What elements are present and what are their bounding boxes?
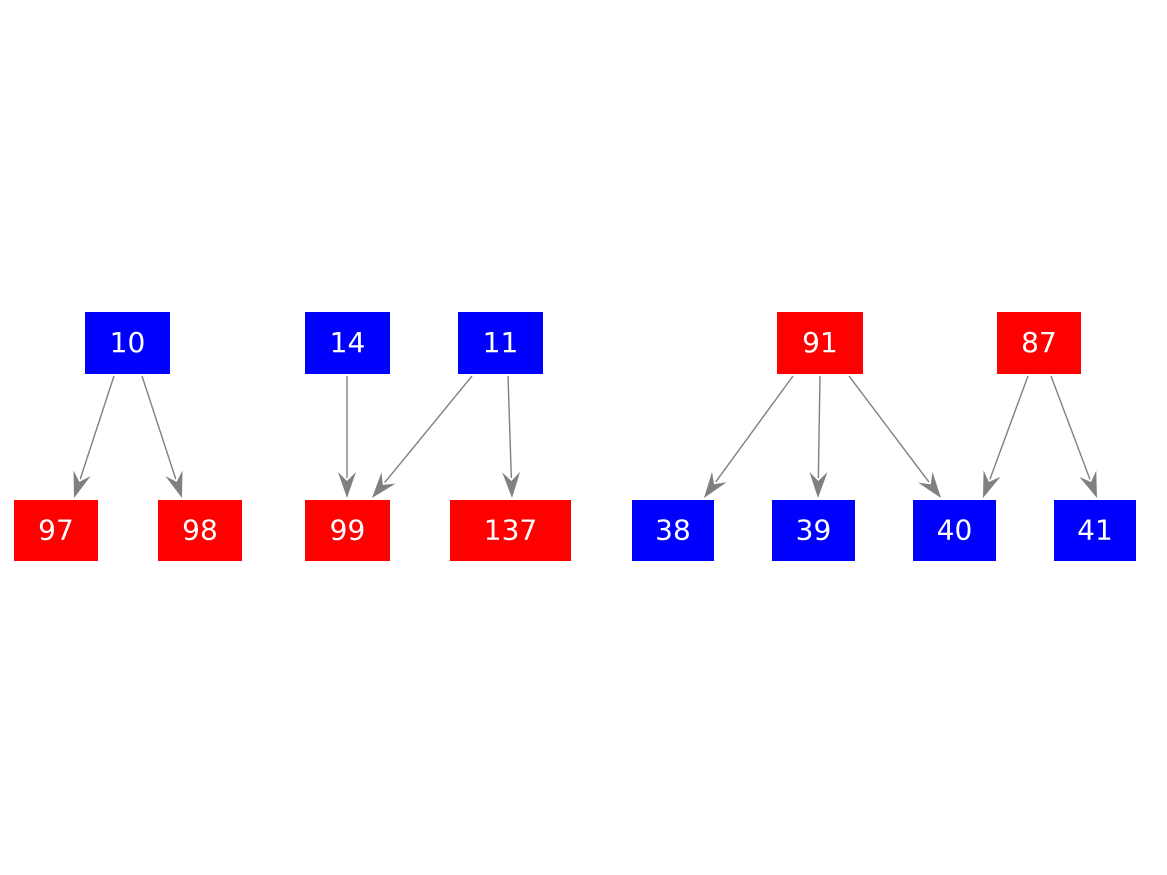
node-label: 40 <box>937 514 973 547</box>
node-label: 41 <box>1077 514 1113 547</box>
edge-arrowhead-icon <box>73 470 91 498</box>
edge-line <box>1050 375 1091 480</box>
edge-line <box>817 375 821 479</box>
graph-edge <box>983 375 1029 498</box>
edge-arrowhead-icon <box>338 472 356 498</box>
node-rect[interactable] <box>772 500 855 561</box>
graph-node[interactable]: 38 <box>632 500 714 561</box>
node-rect[interactable] <box>305 500 390 561</box>
edge-arrowhead-icon <box>983 470 1001 498</box>
graph-node[interactable]: 99 <box>305 500 390 561</box>
node-label: 98 <box>182 514 218 547</box>
edge-arrowhead-icon <box>372 472 396 498</box>
edge-arrowhead-icon <box>809 471 828 498</box>
graph-node[interactable]: 87 <box>997 312 1081 374</box>
graph-edge <box>73 375 115 498</box>
node-rect[interactable] <box>458 312 543 374</box>
graph-node[interactable]: 97 <box>14 500 98 561</box>
node-rect[interactable] <box>777 312 863 374</box>
graph-edge <box>848 375 941 498</box>
graph-edge <box>141 375 183 498</box>
node-rect[interactable] <box>450 500 571 561</box>
graph-edge <box>704 375 794 498</box>
edge-arrowhead-icon <box>502 471 521 498</box>
graph-edge <box>338 376 356 498</box>
node-label: 99 <box>330 514 366 547</box>
node-label: 97 <box>38 514 74 547</box>
graph-node[interactable]: 11 <box>458 312 543 374</box>
graph-node[interactable]: 40 <box>913 500 996 561</box>
edge-line <box>79 375 115 480</box>
node-label: 91 <box>802 326 838 359</box>
graph-edge <box>372 375 473 498</box>
node-label: 87 <box>1021 326 1057 359</box>
node-rect[interactable] <box>305 312 390 374</box>
edge-line <box>141 375 177 480</box>
edge-arrowhead-icon <box>918 471 941 498</box>
graph-edge <box>1050 375 1097 498</box>
node-rect[interactable] <box>913 500 996 561</box>
node-rect[interactable] <box>85 312 170 374</box>
graph-node[interactable]: 10 <box>85 312 170 374</box>
edge-line <box>507 375 513 479</box>
node-label: 137 <box>484 514 537 547</box>
node-label: 38 <box>655 514 691 547</box>
edge-arrowhead-icon <box>1079 470 1097 498</box>
graph-node[interactable]: 41 <box>1054 500 1136 561</box>
node-rect[interactable] <box>632 500 714 561</box>
edges-layer <box>73 375 1097 498</box>
node-rect[interactable] <box>1054 500 1136 561</box>
graph-node[interactable]: 39 <box>772 500 855 561</box>
node-label: 39 <box>796 514 832 547</box>
node-label: 14 <box>330 326 366 359</box>
graph-node[interactable]: 14 <box>305 312 390 374</box>
edge-line <box>848 375 930 483</box>
edge-arrowhead-icon <box>704 471 727 498</box>
edge-arrowhead-icon <box>165 470 183 498</box>
graph-node[interactable]: 137 <box>450 500 571 561</box>
nodes-layer: 10 97 98 14 11 99 137 91 87 38 39 40 41 <box>14 312 1136 561</box>
graph-node[interactable]: 91 <box>777 312 863 374</box>
node-rect[interactable] <box>158 500 242 561</box>
edge-line <box>715 375 794 483</box>
node-label: 11 <box>483 326 519 359</box>
node-label: 10 <box>110 326 146 359</box>
edge-line <box>384 375 473 483</box>
graph-edge <box>502 375 521 498</box>
node-rect[interactable] <box>14 500 98 561</box>
node-rect[interactable] <box>997 312 1081 374</box>
edge-line <box>989 375 1029 480</box>
graph-edge <box>809 375 828 498</box>
graph-node[interactable]: 98 <box>158 500 242 561</box>
